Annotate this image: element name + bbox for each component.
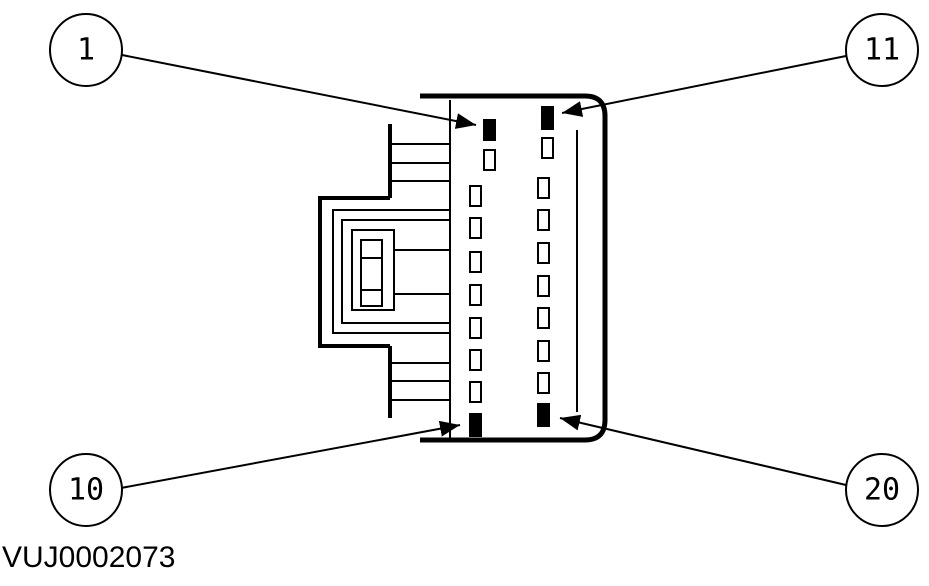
pin-cavities: [469, 106, 554, 437]
cavity: [537, 340, 550, 362]
callout-pin-11: 11: [845, 13, 919, 87]
callout-label: 1: [77, 33, 95, 68]
cavity: [537, 275, 550, 297]
cavity: [469, 217, 482, 239]
figure-id: VUJ0002073: [2, 541, 176, 574]
cavity: [537, 177, 550, 199]
cavity: [537, 372, 550, 394]
cavity: [537, 307, 550, 329]
leader-pin-20: [559, 414, 847, 486]
cavity: [469, 349, 482, 371]
cavity: [537, 209, 550, 231]
cavity-pin-20: [537, 403, 550, 427]
callout-pin-1: 1: [49, 13, 123, 87]
cavity: [469, 185, 482, 207]
cavity-pin-10: [469, 413, 482, 437]
leader-pin-10: [120, 420, 461, 489]
leader-pin-11: [561, 55, 847, 117]
leader-lines: [120, 54, 847, 489]
cavity: [469, 284, 482, 306]
cavity: [469, 381, 482, 403]
cavity: [541, 137, 554, 159]
connector-ribs: [390, 143, 450, 401]
locking-tab: [318, 196, 450, 348]
cavity: [469, 251, 482, 273]
cavity: [483, 149, 496, 171]
callout-label: 11: [864, 33, 900, 68]
leader-pin-1: [121, 54, 477, 129]
callout-label: 10: [68, 473, 104, 508]
callout-label: 20: [864, 473, 900, 508]
cavity: [469, 317, 482, 339]
callout-pin-10: 10: [49, 453, 123, 527]
connector-body: [388, 93, 608, 443]
callout-pin-20: 20: [845, 453, 919, 527]
cavity-pin-1: [483, 119, 496, 141]
cavity: [537, 242, 550, 264]
cavity-pin-11: [541, 106, 554, 130]
